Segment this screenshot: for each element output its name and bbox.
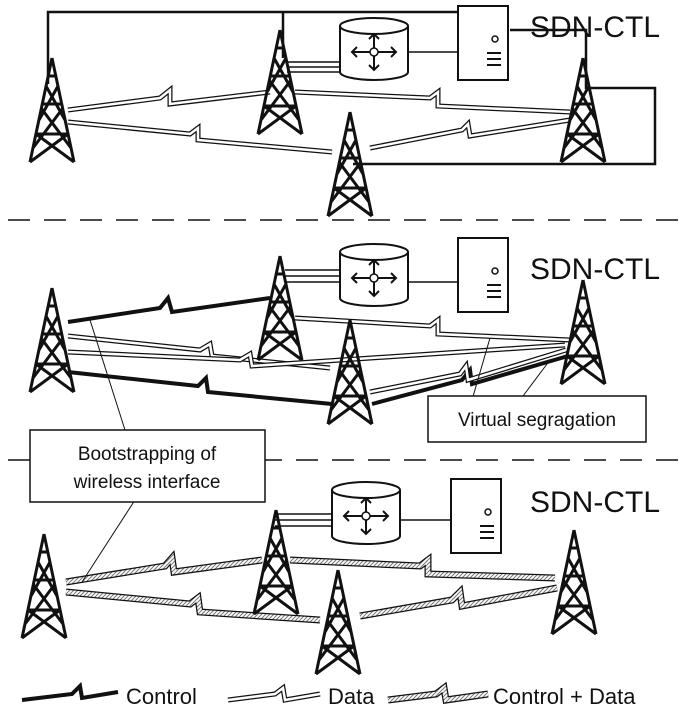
- router-icon: [331, 481, 401, 545]
- data-link: [67, 120, 333, 154]
- control-data-link: [289, 555, 556, 581]
- control-data-link: [65, 589, 321, 623]
- data-link: [67, 87, 271, 112]
- data-link-bolt: [227, 685, 321, 702]
- control-data-link: [65, 552, 263, 585]
- router-icon: [339, 17, 409, 81]
- callout-line: [89, 319, 126, 431]
- cell-tower-icon: [28, 56, 76, 164]
- data-link: [294, 316, 571, 342]
- cell-tower-icon: [256, 254, 304, 362]
- wired-link: [287, 51, 460, 73]
- panel-2: SDN-CTL Virtual segragation: [28, 237, 660, 443]
- panel-1: SDN-CTL: [28, 5, 660, 218]
- router-icon: [339, 243, 409, 307]
- cell-tower-icon: [326, 318, 374, 426]
- server-icon: [457, 237, 509, 313]
- control-link: [371, 354, 569, 406]
- callout-line: [471, 337, 491, 401]
- controller-label: SDN-CTL: [530, 486, 660, 519]
- data-link: [294, 89, 571, 114]
- cell-tower-icon: [550, 528, 598, 636]
- control-link-bolt: [21, 681, 119, 702]
- cell-tower-icon: [256, 28, 304, 136]
- server-icon: [457, 5, 509, 81]
- controller-label: SDN-CTL: [530, 253, 660, 286]
- wired-link: [275, 513, 450, 527]
- legend: Control Data Control + Data: [21, 681, 636, 709]
- callout-line: [519, 359, 551, 401]
- cell-tower-icon: [20, 532, 68, 640]
- bootstrapping-label-line2: wireless interface: [73, 472, 221, 493]
- cell-tower-icon: [314, 568, 362, 676]
- controller-label: SDN-CTL: [530, 11, 660, 44]
- bootstrapping-label-line1: Bootstrapping of: [78, 444, 217, 465]
- virtual-segregation-label: Virtual segragation: [458, 410, 616, 431]
- virtual-segregation-box: [427, 395, 647, 443]
- panel-3: SDN-CTL Bootstrapping of wireless interf…: [20, 319, 660, 676]
- cell-tower-icon: [28, 286, 76, 394]
- control-data-link-bolt: [387, 683, 489, 703]
- cell-tower-icon: [559, 278, 607, 386]
- data-link: [369, 118, 571, 150]
- control-link: [67, 370, 333, 406]
- legend-control-label: Control: [126, 684, 197, 709]
- control-data-link: [359, 585, 558, 619]
- wired-link: [285, 269, 458, 283]
- legend-control-data-label: Control + Data: [493, 684, 636, 709]
- bootstrapping-box: [29, 429, 266, 503]
- data-link: [67, 343, 566, 368]
- server-icon: [450, 478, 502, 554]
- callout-line: [81, 499, 136, 583]
- legend-data-label: Data: [328, 684, 375, 709]
- control-link: [67, 293, 271, 324]
- data-link: [369, 348, 567, 394]
